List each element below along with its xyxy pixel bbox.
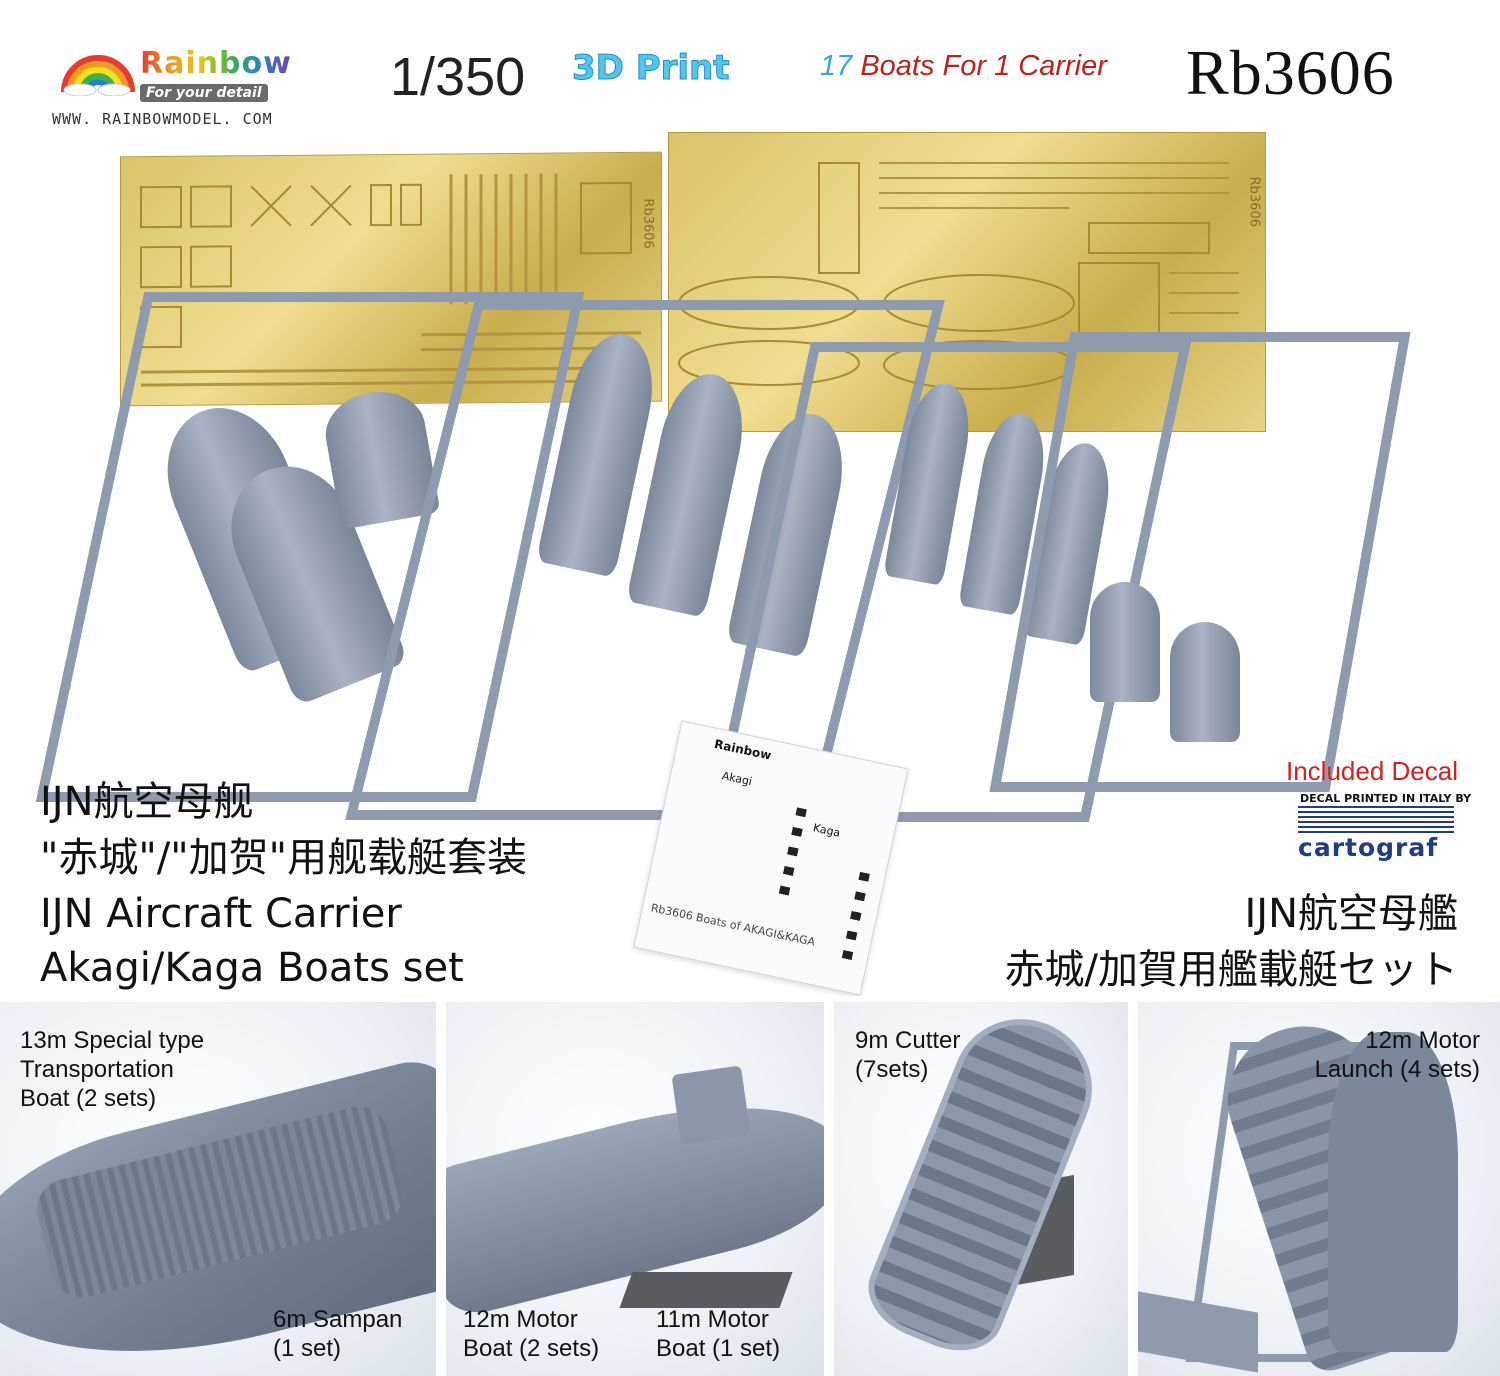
- decal-footer: Rb3606 Boats of AKAGI&KAGA: [649, 901, 817, 949]
- decal-markings-2: [841, 871, 870, 962]
- title-jp-line1: IJN航空母艦: [1244, 891, 1458, 937]
- boats-count: 17: [820, 50, 853, 82]
- caption-motor11: 11m Motor Boat (1 set): [656, 1306, 781, 1362]
- launch-support: [1328, 1032, 1458, 1352]
- foam-base: [619, 1272, 793, 1308]
- rainbow-logo-icon: [61, 55, 135, 96]
- print-type-label: 3D Print: [572, 48, 731, 89]
- title-en-line1: IJN Aircraft Carrier: [40, 891, 402, 937]
- resin-boat-4b: [1170, 622, 1240, 742]
- photo-cutter: [834, 1002, 1128, 1376]
- brand-tagline: For your detail: [140, 84, 268, 102]
- caption-sampan: 6m Sampan (1 set): [273, 1306, 403, 1362]
- motor-boat-cabin: [671, 1065, 751, 1145]
- decal-markings: [778, 807, 807, 898]
- caption-launch: 12m Motor Launch (4 sets): [1314, 1027, 1480, 1083]
- decal-kaga-title: Kaga: [811, 821, 842, 840]
- photo-special-boat: [0, 1002, 436, 1376]
- title-cn-line1: IJN航空母舰: [40, 779, 254, 825]
- etch-left-code: Rb3606: [640, 198, 655, 249]
- title-cn-line2: "赤城"/"加贺"用舰载艇套装: [40, 835, 528, 881]
- decal-sheet: Rainbow Akagi Kaga Rb3606 Boats of AKAGI…: [633, 720, 909, 996]
- caption-motor12: 12m Motor Boat (2 sets): [463, 1306, 600, 1362]
- main-product-photo: Rb3606 Rb3606: [0, 132, 1500, 996]
- boats-text: Boats For 1 Carrier: [860, 50, 1107, 82]
- resin-boat-4a: [1090, 582, 1160, 702]
- caption-cutter: 9m Cutter (7sets): [855, 1027, 961, 1083]
- etch-right-code: Rb3606: [1246, 176, 1261, 227]
- scale-label: 1/350: [390, 47, 526, 107]
- included-decal-label: Included Decal: [1286, 756, 1458, 786]
- photo-launch: [1138, 1002, 1500, 1376]
- product-code: Rb3606: [1186, 37, 1395, 108]
- website-url: WWW. RAINBOWMODEL. COM: [52, 110, 273, 128]
- etch-parts-right: [678, 162, 1239, 390]
- title-jp-line2: 赤城/加賀用艦載艇セット: [1004, 947, 1458, 993]
- brand-name: Rainbow: [140, 46, 292, 81]
- title-en-line2: Akagi/Kaga Boats set: [40, 945, 464, 991]
- boats-count-label: 17 Boats For 1 Carrier: [820, 50, 1107, 83]
- decal-printed-label: DECAL PRINTED IN ITALY BY: [1300, 792, 1472, 805]
- cartograf-logo-icon: [1298, 806, 1454, 834]
- photo-motor-boat: [446, 1002, 824, 1376]
- caption-special-boat: 13m Special type Transportation Boat (2 …: [20, 1027, 205, 1112]
- decal-brand: Rainbow: [713, 736, 773, 763]
- photo-etch-sheet-right: Rb3606: [668, 132, 1266, 432]
- cartograf-brand: cartograf: [1298, 833, 1439, 862]
- decal-akagi-title: Akagi: [720, 769, 754, 789]
